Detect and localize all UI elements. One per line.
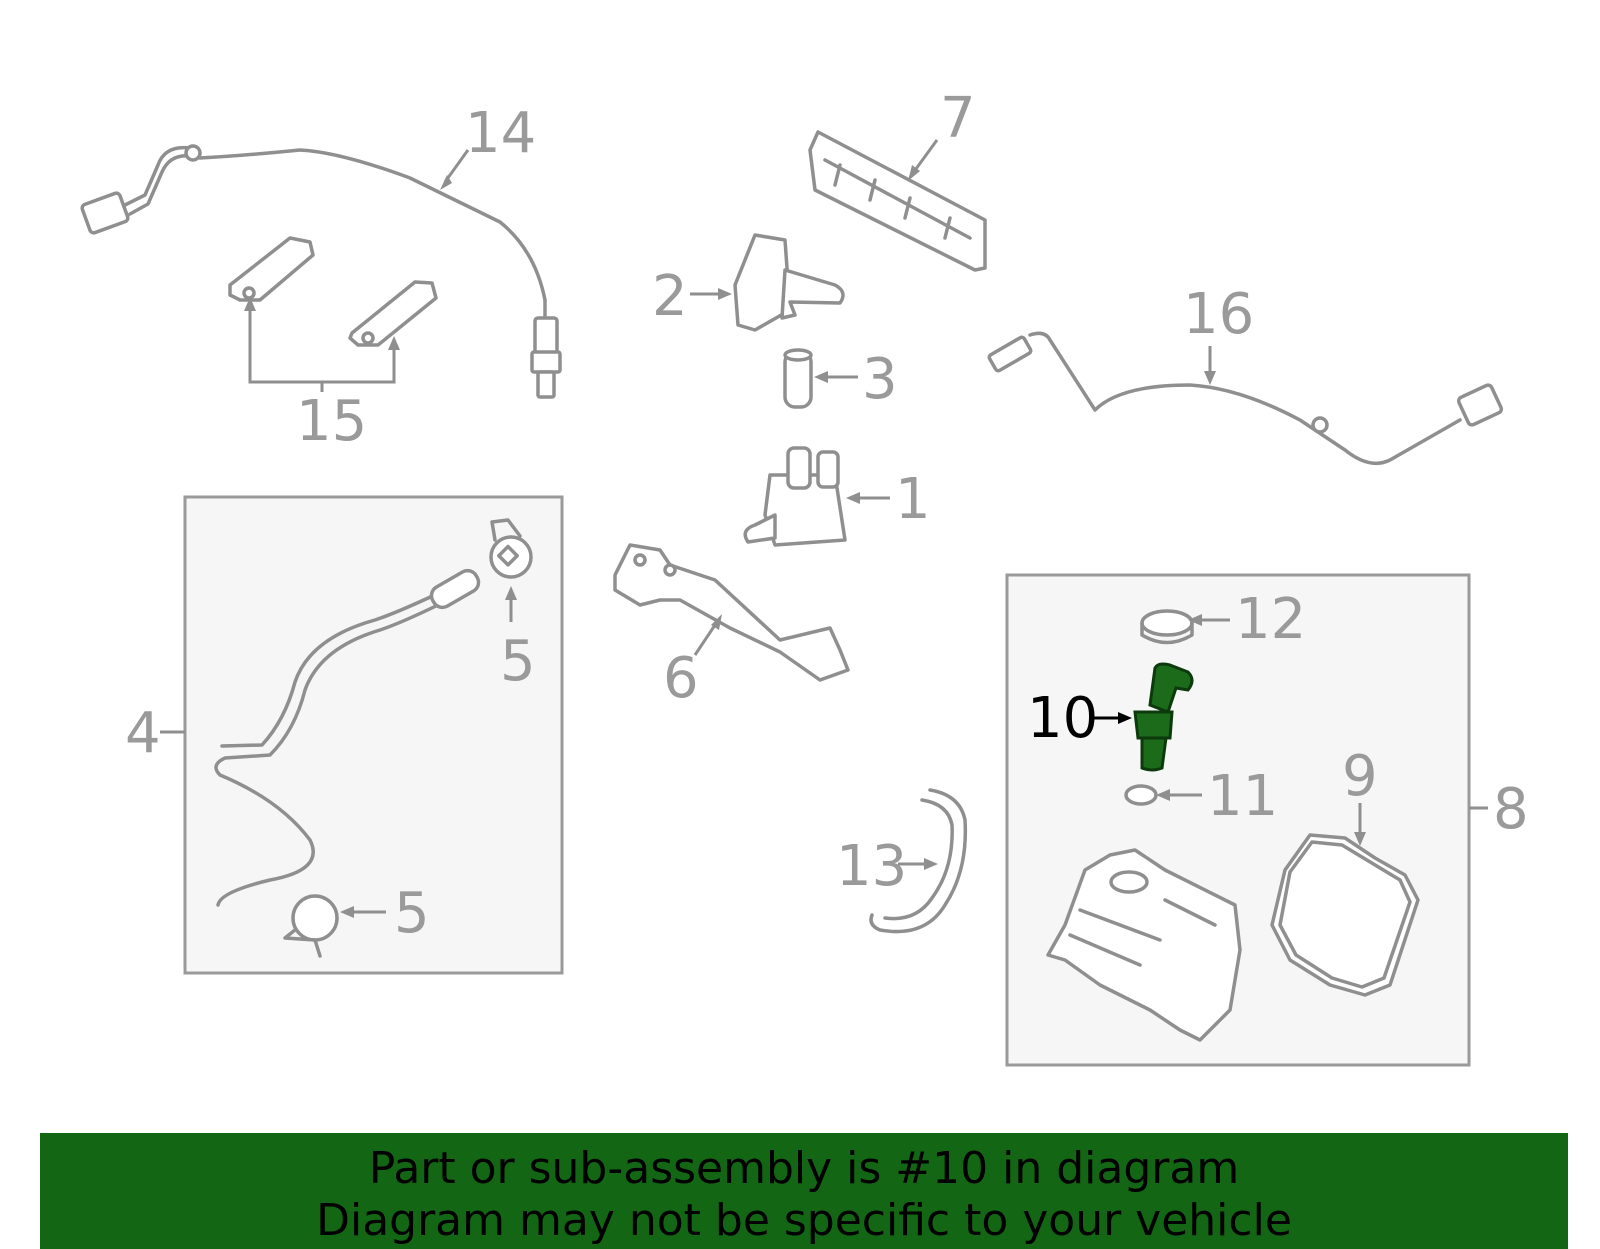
callout-1: 1 xyxy=(895,467,931,532)
callout-7: 7 xyxy=(940,86,976,151)
part-13-hose[interactable] xyxy=(869,788,968,934)
callout-15: 15 xyxy=(296,389,367,454)
part-14-oxygen-sensor[interactable] xyxy=(80,144,562,399)
part-5-clamp-lower[interactable] xyxy=(283,894,339,958)
part-16-oxygen-sensor[interactable] xyxy=(987,331,1504,466)
callout-16: 16 xyxy=(1183,282,1254,347)
callout-2: 2 xyxy=(652,264,688,329)
callout-3: 3 xyxy=(862,347,898,412)
callout-5a: 5 xyxy=(500,629,536,694)
part-4-hose[interactable] xyxy=(214,567,482,907)
callout-8: 8 xyxy=(1493,777,1529,842)
part-8-valve-cover[interactable] xyxy=(1046,848,1242,1042)
part-12-grommet[interactable] xyxy=(1140,609,1194,645)
callout-11: 11 xyxy=(1207,764,1278,829)
group-box-4 xyxy=(183,495,564,975)
callout-4: 4 xyxy=(125,701,161,766)
callout-10: 10 xyxy=(1027,686,1098,751)
part-5-clamp-upper[interactable] xyxy=(489,518,533,579)
part-6-bracket[interactable] xyxy=(613,543,850,682)
callout-6: 6 xyxy=(663,646,699,711)
callout-9: 9 xyxy=(1342,744,1378,809)
part-1-purge-valve[interactable] xyxy=(743,446,847,547)
part-2-valve[interactable] xyxy=(733,233,845,332)
part-11-o-ring[interactable] xyxy=(1124,784,1158,806)
bracket-15-leader xyxy=(248,305,396,392)
footer-line-1: Part or sub-assembly is #10 in diagram xyxy=(368,1143,1240,1194)
part-9-gasket[interactable] xyxy=(1270,833,1420,997)
callout-5b: 5 xyxy=(394,881,430,946)
callout-13: 13 xyxy=(836,834,907,899)
part-15-brackets[interactable] xyxy=(228,236,438,347)
part-7-shield[interactable] xyxy=(808,130,987,272)
callout-12: 12 xyxy=(1235,587,1306,652)
part-10-pcv-valve[interactable] xyxy=(1133,662,1194,772)
part-3-sleeve[interactable] xyxy=(783,348,813,409)
callout-14: 14 xyxy=(465,101,536,166)
footer-banner: Part or sub-assembly is #10 in diagram D… xyxy=(40,1133,1568,1249)
footer-line-2: Diagram may not be specific to your vehi… xyxy=(316,1195,1292,1246)
